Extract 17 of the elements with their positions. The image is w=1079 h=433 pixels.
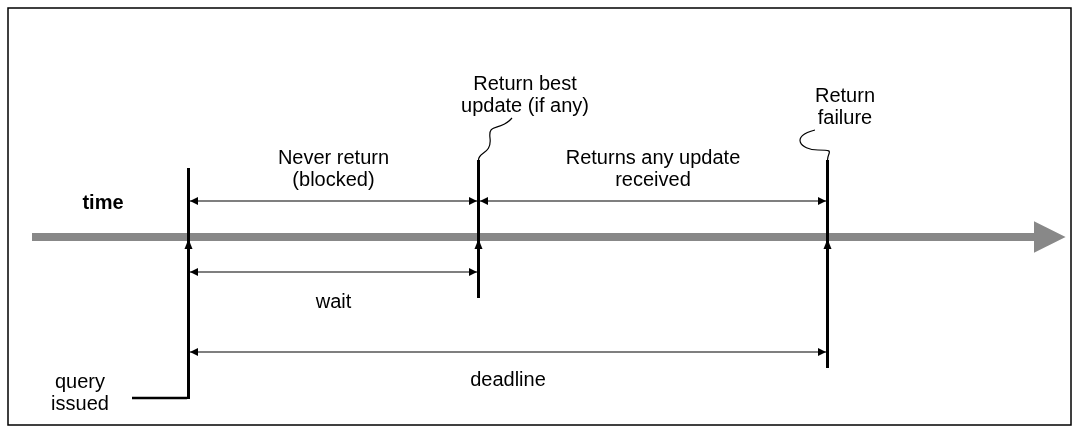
leader-line [477, 117, 513, 161]
callout-text: Return best update (if any) [445, 72, 605, 116]
interval-arrow [189, 348, 827, 356]
interval-arrow [479, 197, 827, 205]
line [132, 396, 187, 400]
tick-mark [826, 160, 829, 368]
callout-text: query issued [30, 370, 130, 414]
axis-label: time [81, 191, 125, 213]
interval-arrow [189, 197, 478, 205]
edge-label: Returns any update received [564, 146, 742, 190]
edge-label: Never return (blocked) [276, 146, 391, 190]
interval-arrow [189, 268, 478, 276]
edge-label: deadline [469, 368, 547, 390]
tick-mark [187, 168, 190, 399]
tick-mark [477, 160, 480, 298]
edge-label: wait [314, 290, 353, 312]
callout-text: Return failure [785, 84, 905, 128]
